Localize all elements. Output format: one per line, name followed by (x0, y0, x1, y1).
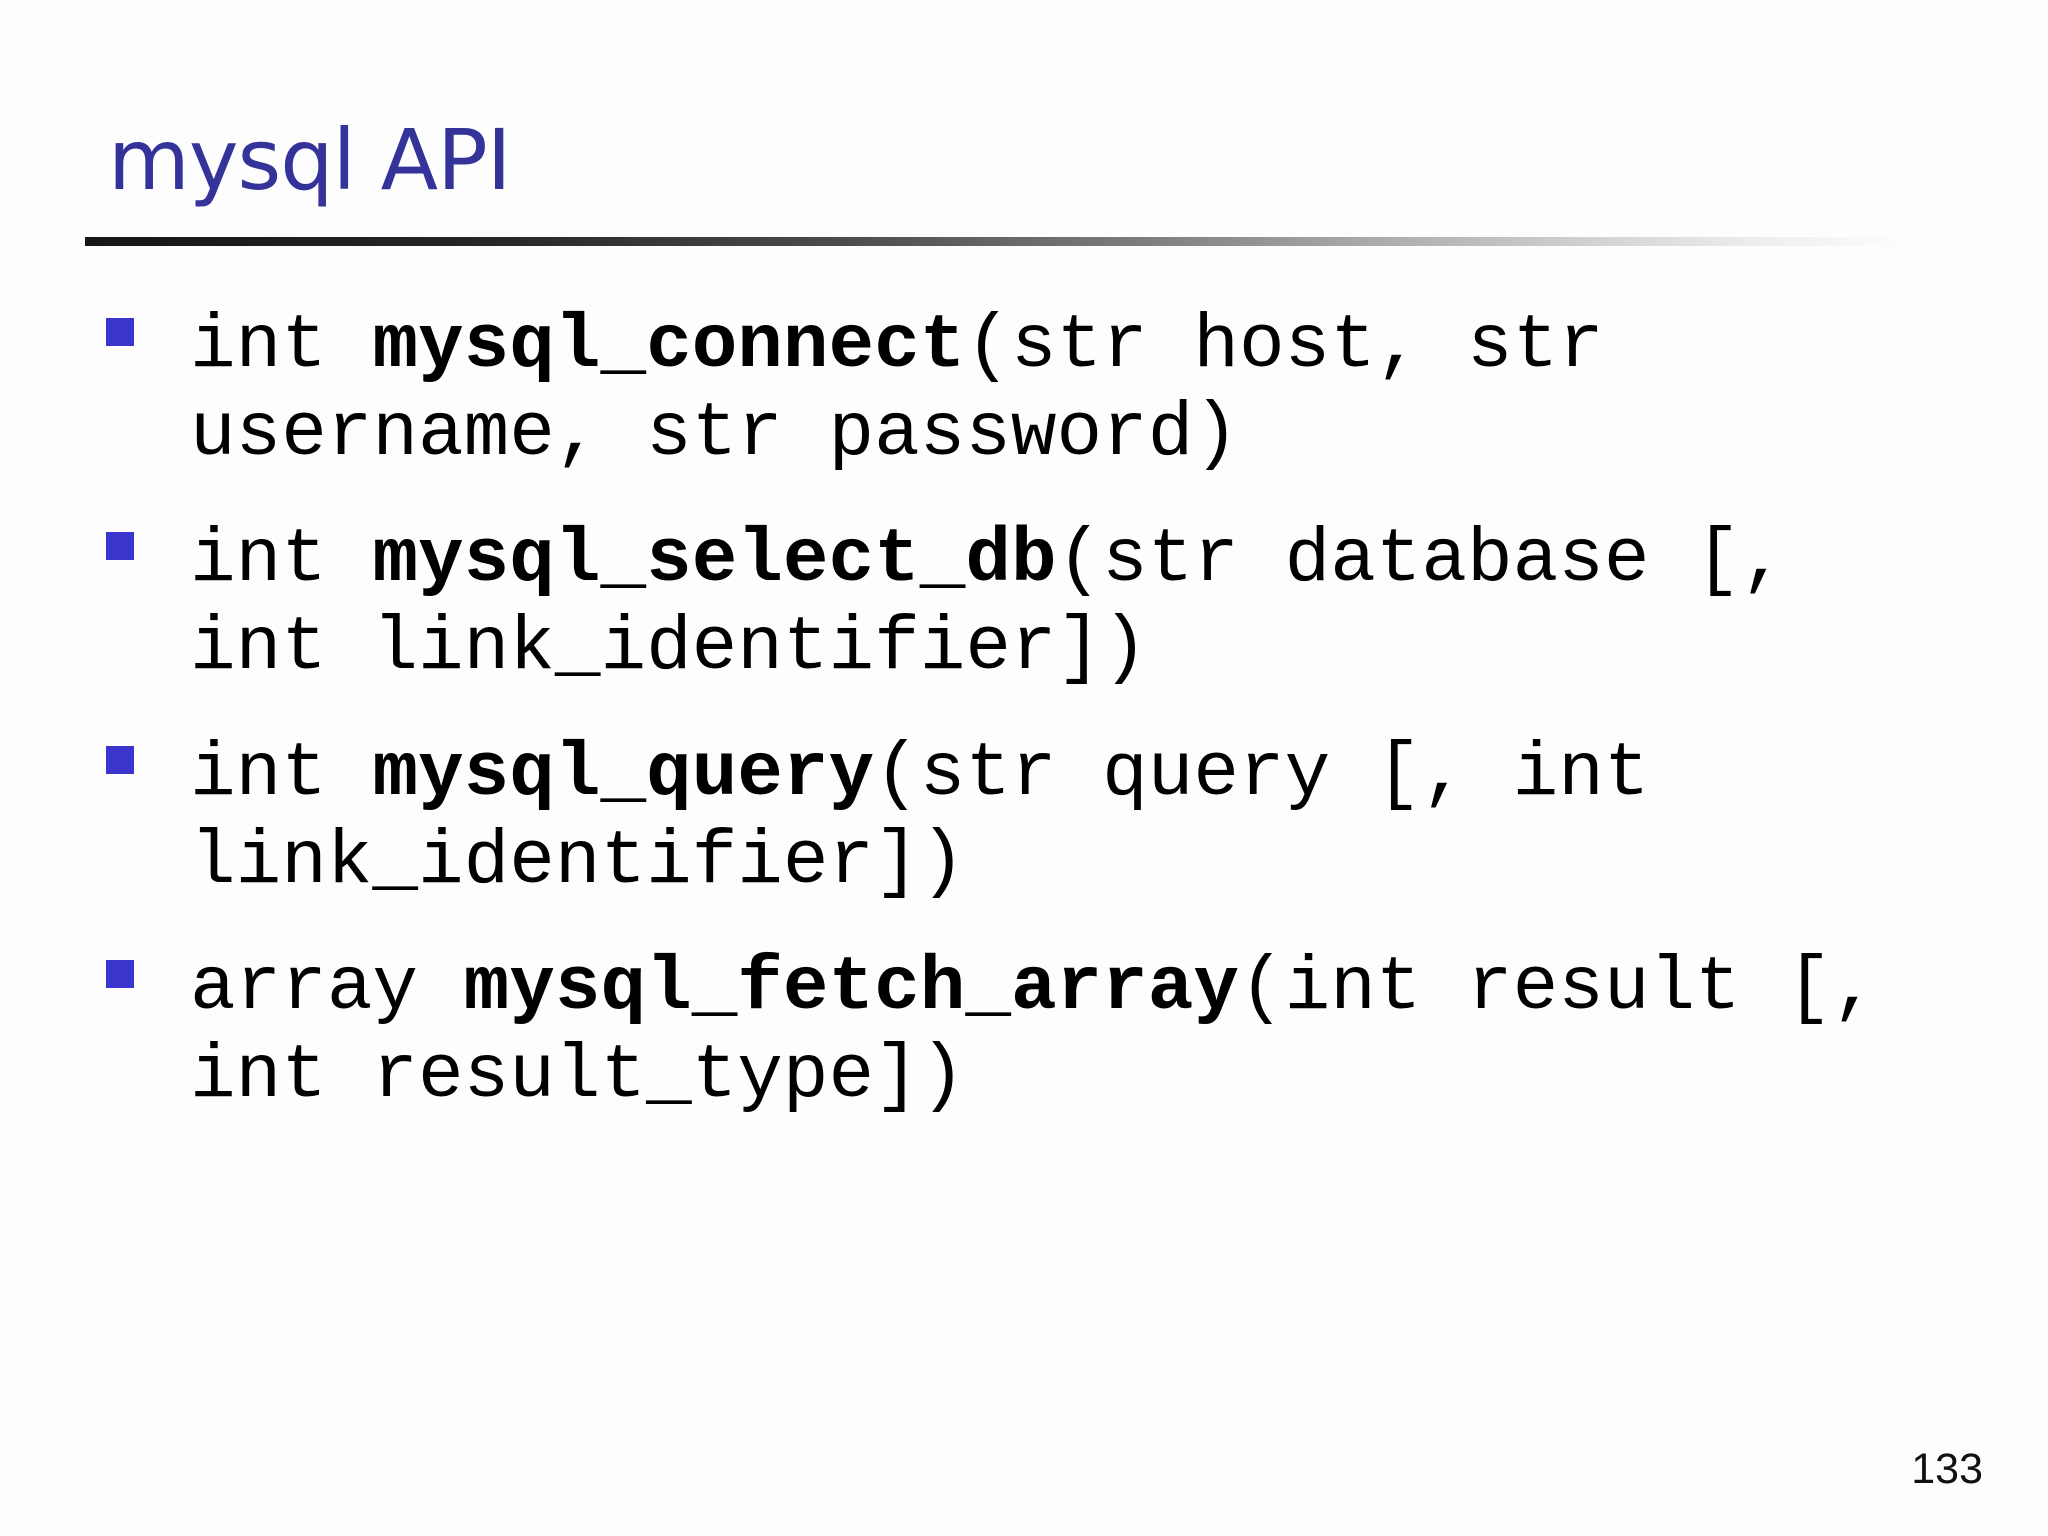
function-name: mysql_connect (372, 303, 966, 389)
bullet-item: int mysql_connect(str host, str username… (106, 302, 1946, 478)
bullet-text: array mysql_fetch_array(int result [, in… (190, 945, 1878, 1119)
bullet-item: int mysql_query(str query [, int link_id… (106, 730, 1946, 906)
bullet-square-icon (106, 960, 134, 988)
bullet-prefix: int (190, 517, 373, 603)
bullet-item: array mysql_fetch_array(int result [, in… (106, 944, 1946, 1120)
bullet-square-icon (106, 746, 134, 774)
bullet-args: (str host, str username, str password) (190, 303, 1604, 477)
bullet-square-icon (106, 318, 134, 346)
function-name: mysql_query (372, 731, 875, 817)
bullet-prefix: int (190, 303, 373, 389)
bullet-square-icon (106, 532, 134, 560)
bullet-args: (str query [, int link_identifier]) (190, 731, 1650, 905)
bullet-text: int mysql_connect(str host, str username… (190, 303, 1604, 477)
function-name: mysql_fetch_array (463, 945, 1239, 1031)
bullet-prefix: array (190, 945, 464, 1031)
bullet-text: int mysql_query(str query [, int link_id… (190, 731, 1649, 905)
title-divider-rule (85, 237, 1905, 246)
bullet-list: int mysql_connect(str host, str username… (106, 302, 1946, 1158)
bullet-text: int mysql_select_db(str database [, int … (190, 517, 1786, 691)
page-number: 133 (1911, 1445, 1983, 1493)
bullet-prefix: int (190, 731, 373, 817)
bullet-args: (int result [, int result_type]) (190, 945, 1878, 1119)
function-name: mysql_select_db (372, 517, 1057, 603)
bullet-args: (str database [, int link_identifier]) (190, 517, 1787, 691)
slide-title: mysql API (108, 111, 512, 209)
bullet-item: int mysql_select_db(str database [, int … (106, 516, 1946, 692)
